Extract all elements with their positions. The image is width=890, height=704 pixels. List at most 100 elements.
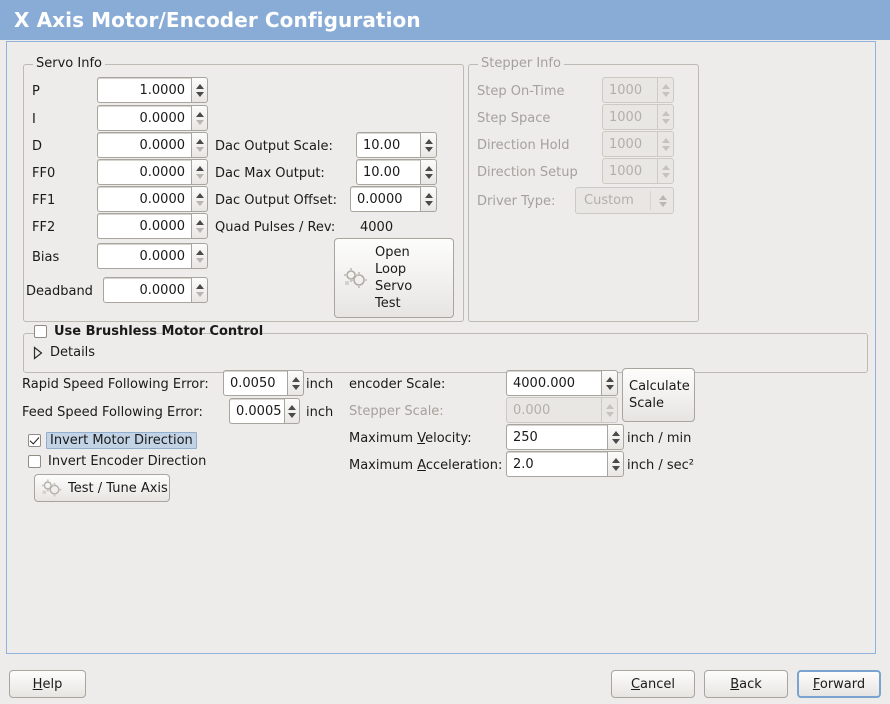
dac-output-scale-value[interactable]: 10.00 bbox=[356, 132, 420, 158]
checkbox-box[interactable] bbox=[28, 434, 41, 447]
direction-hold-stepper bbox=[657, 131, 674, 157]
invert-motor-direction-checkbox[interactable]: Invert Motor Direction bbox=[28, 432, 197, 449]
servo-input-bias-value[interactable]: 0.0000 bbox=[97, 243, 191, 269]
maximum-velocity-value[interactable]: 250 bbox=[506, 424, 607, 450]
rapid-following-error-input[interactable]: 0.0050 bbox=[223, 370, 304, 396]
step-space-input: 1000 bbox=[602, 104, 674, 130]
feed-following-error-unit: inch bbox=[306, 405, 334, 420]
servo-input-ff0-value[interactable]: 0.0000 bbox=[97, 159, 191, 185]
feed-following-error-value[interactable]: 0.0005 bbox=[229, 398, 285, 424]
max-accel-label-pre: Maximum bbox=[349, 458, 418, 473]
servo-input-ff1-stepper[interactable] bbox=[191, 186, 208, 212]
checkbox-box[interactable] bbox=[28, 455, 41, 468]
servo-label-bias: Bias bbox=[32, 250, 60, 265]
dac-output-offset-value[interactable]: 0.0000 bbox=[350, 186, 420, 212]
servo-input-ff2-stepper[interactable] bbox=[191, 213, 208, 239]
servo-input-ff0-stepper[interactable] bbox=[191, 159, 208, 185]
rapid-following-error-label: Rapid Speed Following Error: bbox=[22, 377, 209, 392]
servo-input-d-stepper[interactable] bbox=[191, 132, 208, 158]
calculate-scale-button[interactable]: Calculate Scale bbox=[622, 368, 695, 422]
feed-following-error-stepper[interactable] bbox=[284, 398, 300, 424]
triangle-right-icon[interactable] bbox=[33, 345, 43, 360]
open-loop-servo-test-label: Open Loop Servo Test bbox=[375, 244, 412, 312]
servo-input-ff2[interactable]: 0.0000 bbox=[97, 213, 208, 239]
servo-input-deadband-value[interactable]: 0.0000 bbox=[103, 277, 191, 303]
step-space-value: 1000 bbox=[602, 104, 657, 130]
help-button[interactable]: Help bbox=[9, 670, 86, 698]
step-space-label: Step Space bbox=[477, 111, 551, 126]
maximum-acceleration-label: Maximum Acceleration: bbox=[349, 458, 502, 474]
servo-input-ff0[interactable]: 0.0000 bbox=[97, 159, 208, 185]
dac-output-offset-stepper[interactable] bbox=[420, 186, 437, 212]
back-rest: ack bbox=[739, 676, 762, 692]
servo-label-ff2: FF2 bbox=[32, 220, 56, 235]
encoder-scale-stepper[interactable] bbox=[601, 370, 618, 396]
dac-output-scale-stepper[interactable] bbox=[420, 132, 437, 158]
encoder-scale-input[interactable]: 4000.000 bbox=[506, 370, 618, 396]
step-space-stepper bbox=[657, 104, 674, 130]
servo-input-p[interactable]: 1.0000 bbox=[97, 77, 208, 103]
cancel-mnemonic: C bbox=[630, 676, 641, 692]
servo-input-bias[interactable]: 0.0000 bbox=[97, 243, 208, 269]
maximum-velocity-input[interactable]: 250 bbox=[506, 424, 624, 450]
servo-input-i-value[interactable]: 0.0000 bbox=[97, 105, 191, 131]
cancel-button[interactable]: Cancel bbox=[611, 670, 695, 698]
open-loop-line-1: Open bbox=[375, 245, 410, 260]
servo-input-p-value[interactable]: 1.0000 bbox=[97, 77, 191, 103]
dac-output-scale-input[interactable]: 10.00 bbox=[356, 132, 437, 158]
use-brushless-motor-control-checkbox[interactable]: Use Brushless Motor Control bbox=[34, 324, 263, 339]
back-button[interactable]: Back bbox=[704, 670, 788, 698]
gears-icon bbox=[41, 478, 63, 498]
servo-input-bias-stepper[interactable] bbox=[191, 243, 208, 269]
maximum-acceleration-stepper[interactable] bbox=[607, 451, 624, 477]
servo-input-ff1[interactable]: 0.0000 bbox=[97, 186, 208, 212]
maximum-acceleration-unit: inch / sec² bbox=[627, 458, 695, 473]
direction-setup-value: 1000 bbox=[602, 158, 657, 184]
maximum-acceleration-value[interactable]: 2.0 bbox=[506, 451, 607, 477]
test-tune-axis-button[interactable]: Test / Tune Axis bbox=[34, 474, 170, 502]
open-loop-line-3: Servo bbox=[375, 279, 413, 294]
servo-input-i-stepper[interactable] bbox=[191, 105, 208, 131]
rapid-following-error-value[interactable]: 0.0050 bbox=[223, 370, 287, 396]
forward-mnemonic: F bbox=[812, 676, 820, 692]
dac-max-output-input[interactable]: 10.00 bbox=[356, 159, 437, 185]
servo-input-p-stepper[interactable] bbox=[191, 77, 208, 103]
servo-input-i[interactable]: 0.0000 bbox=[97, 105, 208, 131]
open-loop-line-2: Loop bbox=[375, 262, 407, 277]
dac-output-offset-input[interactable]: 0.0000 bbox=[350, 186, 437, 212]
encoder-scale-value[interactable]: 4000.000 bbox=[506, 370, 601, 396]
maximum-velocity-stepper[interactable] bbox=[607, 424, 624, 450]
servo-input-d-value[interactable]: 0.0000 bbox=[97, 132, 191, 158]
maximum-velocity-label: Maximum Velocity: bbox=[349, 431, 472, 447]
stepper-scale-stepper bbox=[601, 397, 618, 423]
direction-hold-input: 1000 bbox=[602, 131, 674, 157]
dac-max-output-value[interactable]: 10.00 bbox=[356, 159, 420, 185]
driver-type-label: Driver Type: bbox=[477, 194, 556, 209]
stepper-info-legend: Stepper Info bbox=[478, 56, 564, 71]
servo-input-ff2-value[interactable]: 0.0000 bbox=[97, 213, 191, 239]
dac-output-offset-label: Dac Output Offset: bbox=[215, 193, 337, 208]
invert-encoder-direction-checkbox[interactable]: Invert Encoder Direction bbox=[28, 454, 206, 469]
combo-separator bbox=[650, 191, 651, 210]
servo-input-deadband[interactable]: 0.0000 bbox=[103, 277, 208, 303]
servo-input-deadband-stepper[interactable] bbox=[191, 277, 208, 303]
calculate-scale-line-2: Scale bbox=[629, 396, 664, 411]
rapid-following-error-stepper[interactable] bbox=[287, 370, 304, 396]
forward-button[interactable]: Forward bbox=[797, 670, 881, 698]
feed-following-error-input[interactable]: 0.0005 bbox=[229, 398, 300, 424]
checkbox-box[interactable] bbox=[34, 325, 47, 338]
servo-input-ff1-value[interactable]: 0.0000 bbox=[97, 186, 191, 212]
step-on-time-stepper bbox=[657, 77, 674, 103]
servo-input-d[interactable]: 0.0000 bbox=[97, 132, 208, 158]
forward-rest: orward bbox=[819, 676, 866, 692]
step-on-time-input: 1000 bbox=[602, 77, 674, 103]
direction-hold-value: 1000 bbox=[602, 131, 657, 157]
invert-encoder-direction-label: Invert Encoder Direction bbox=[48, 454, 207, 469]
step-on-time-label: Step On-Time bbox=[477, 84, 565, 99]
direction-hold-label: Direction Hold bbox=[477, 138, 570, 153]
details-expander[interactable]: Details bbox=[33, 345, 95, 360]
open-loop-servo-test-button[interactable]: Open Loop Servo Test bbox=[334, 238, 454, 318]
servo-label-p: P bbox=[32, 84, 40, 99]
maximum-acceleration-input[interactable]: 2.0 bbox=[506, 451, 624, 477]
dac-max-output-stepper[interactable] bbox=[420, 159, 437, 185]
